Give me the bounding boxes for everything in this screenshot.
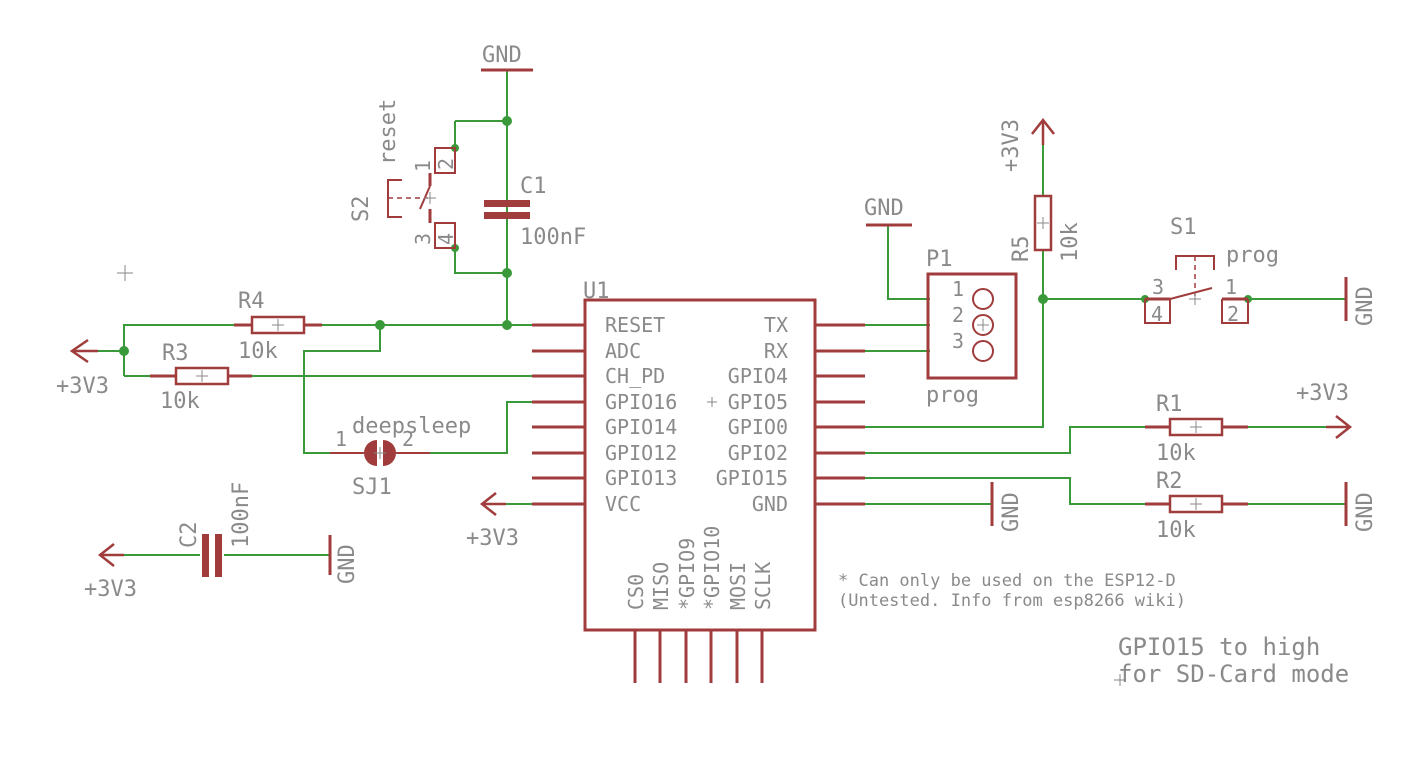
r5-ref: R5: [1009, 236, 1034, 263]
gnd-label-c2: GND: [335, 544, 360, 584]
gnd-symbol-top: GND: [481, 43, 533, 72]
v33-label-r5: +3V3: [999, 119, 1024, 172]
pin-mosi: MOSI: [726, 562, 750, 610]
pin-miso: MISO: [649, 562, 673, 610]
u1-ref: U1: [583, 279, 610, 304]
note-sd-line2: for SD-Card mode: [1118, 660, 1349, 688]
v33-label-vcc: +3V3: [466, 526, 519, 551]
s2-reset-switch: S2 reset 1 2 3 4: [349, 99, 458, 249]
note-sd-line1: GPIO15 to high: [1118, 633, 1320, 661]
r2-resistor: R2 10k GND: [1145, 469, 1378, 543]
pin-gpio10: *GPIO10: [700, 526, 724, 610]
pin-gpio13: GPIO13: [605, 466, 677, 490]
s1-pin2: 2: [1227, 302, 1239, 326]
pin-gpio12: GPIO12: [605, 441, 677, 465]
p1-pin2: 2: [952, 303, 964, 327]
r1-resistor: R1 10k +3V3: [1145, 381, 1353, 466]
p1-ref: P1: [926, 247, 953, 272]
p1-pin1: 1: [952, 277, 964, 301]
p1-name: prog: [926, 383, 979, 408]
note-esp12d-line1: * Can only be used on the ESP12-D: [838, 571, 1176, 591]
gnd-symbol-u1: GND: [990, 482, 1024, 532]
pin-adc: ADC: [605, 339, 641, 363]
pin-reset: RESET: [605, 313, 665, 337]
r5-resistor: +3V3 R5 10k: [999, 117, 1083, 263]
p1-header: 1 2 3 P1 prog GND: [864, 196, 1018, 408]
s2-pin1: 1: [411, 160, 435, 172]
pin-gpio2: GPIO2: [728, 441, 788, 465]
c1-value: 100nF: [520, 225, 586, 250]
r4-ref: R4: [238, 289, 265, 314]
r3-resistor: R3 10k: [150, 341, 252, 414]
s2-ref: S2: [349, 196, 374, 223]
pin-cs0: CS0: [624, 574, 648, 610]
pin-gpio16: GPIO16: [605, 390, 677, 414]
r5-value: 10k: [1058, 222, 1083, 262]
sj1-pin1: 1: [335, 427, 347, 451]
r2-value: 10k: [1156, 518, 1196, 543]
r2-ref: R2: [1156, 469, 1183, 494]
note-esp12d-line2: (Untested. Info from esp8266 wiki): [838, 591, 1186, 611]
gnd-label-top: GND: [482, 43, 522, 68]
notes: * Can only be used on the ESP12-D (Untes…: [838, 571, 1349, 688]
s2-pin3: 3: [411, 233, 435, 245]
v33-label-left: +3V3: [56, 374, 109, 399]
r1-ref: R1: [1156, 392, 1183, 417]
junctions: [119, 116, 1252, 356]
s1-prog-switch: S1 prog 3 1 4 2 GND: [1144, 215, 1378, 326]
c2-capacitor: +3V3 C2 100nF GND: [84, 482, 360, 602]
p1-pin3: 3: [952, 329, 964, 353]
v33-label-c2: +3V3: [84, 577, 137, 602]
s1-pin3: 3: [1152, 275, 1164, 299]
pin-rx: RX: [764, 339, 788, 363]
r3-value: 10k: [160, 389, 200, 414]
s2-pin4: 4: [434, 233, 458, 245]
pin-ch-pd: CH_PD: [605, 364, 665, 388]
pin-tx: TX: [764, 313, 788, 337]
c1-ref: C1: [520, 174, 547, 199]
pin-gnd: GND: [752, 492, 788, 516]
v33-arrow-left: +3V3: [56, 338, 109, 399]
s1-pin4: 4: [1151, 302, 1163, 326]
r3-ref: R3: [162, 341, 189, 366]
r1-value: 10k: [1156, 441, 1196, 466]
pin-gpio9: *GPIO9: [675, 538, 699, 610]
pin-sclk: SCLK: [751, 562, 775, 610]
sj1-name: deepsleep: [352, 414, 471, 439]
pin-gpio14: GPIO14: [605, 415, 677, 439]
c2-ref: C2: [177, 522, 202, 549]
origin-crosshair: [117, 265, 133, 281]
u1-module: U1 RESET: [532, 279, 865, 683]
v33-arrow-vcc: +3V3: [466, 492, 519, 551]
s2-pin2: 2: [434, 158, 458, 170]
gnd-label-r2: GND: [1353, 492, 1378, 532]
gnd-label-p1: GND: [864, 196, 904, 221]
c2-value: 100nF: [229, 482, 254, 548]
s1-name: prog: [1226, 243, 1279, 268]
pin-gpio15: GPIO15: [716, 466, 788, 490]
sj1-ref: SJ1: [352, 475, 392, 500]
s1-ref: S1: [1170, 215, 1197, 240]
c1-capacitor: C1 100nF: [484, 174, 586, 250]
gnd-label-s1: GND: [1353, 286, 1378, 326]
pin-gpio5: GPIO5: [728, 390, 788, 414]
pin-gpio0: GPIO0: [728, 415, 788, 439]
gnd-label-u1: GND: [999, 492, 1024, 532]
r4-value: 10k: [238, 339, 278, 364]
pin-vcc: VCC: [605, 492, 641, 516]
sj1-solder-jumper: deepsleep 1 2 SJ1: [330, 414, 471, 500]
pin-gpio4: GPIO4: [728, 364, 788, 388]
s1-pin1: 1: [1225, 275, 1237, 299]
sj1-pin2: 2: [402, 427, 414, 451]
v33-label-r1: +3V3: [1296, 381, 1349, 406]
s2-name: reset: [376, 99, 401, 165]
r4-resistor: R4 10k: [234, 289, 322, 364]
